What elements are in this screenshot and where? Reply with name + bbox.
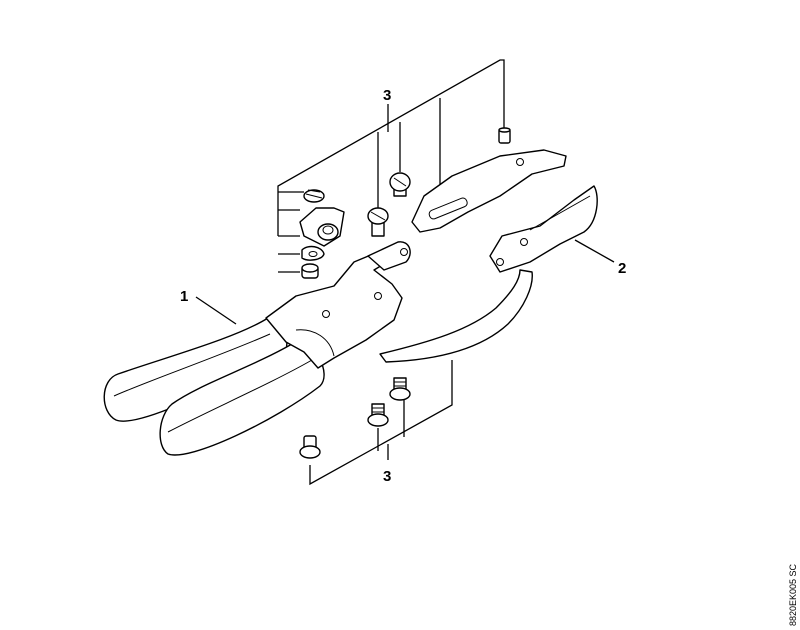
leader-line-1 bbox=[195, 296, 237, 325]
shoulder-screw bbox=[299, 435, 321, 459]
callout-3-top: 3 bbox=[383, 87, 391, 104]
cutting-blade bbox=[489, 185, 598, 273]
slotted-bolt-left bbox=[367, 207, 389, 237]
bottom-hardware bbox=[299, 377, 411, 459]
threaded-screw-right bbox=[389, 377, 411, 401]
anvil-plate bbox=[411, 149, 567, 233]
leader-lines-bottom bbox=[309, 360, 453, 486]
drawing-code: 8820EK005 SC bbox=[788, 563, 798, 626]
handle-head bbox=[265, 251, 403, 369]
callout-1: 1 bbox=[180, 288, 188, 305]
bushing bbox=[301, 263, 319, 279]
leader-lines-top bbox=[277, 59, 505, 273]
lower-handle-grip bbox=[159, 343, 325, 456]
threaded-screw-middle bbox=[367, 403, 389, 427]
handle-upper-tab bbox=[367, 241, 411, 271]
clip-bracket bbox=[299, 207, 345, 247]
leader-line-2 bbox=[574, 239, 615, 263]
cam-washer bbox=[301, 245, 325, 261]
callout-3-bottom: 3 bbox=[383, 468, 391, 485]
top-pin bbox=[498, 127, 511, 144]
callout-2: 2 bbox=[618, 260, 626, 277]
slotted-bolt-right bbox=[389, 172, 411, 197]
small-screw bbox=[303, 189, 325, 203]
handle-assembly bbox=[103, 241, 411, 456]
top-hardware bbox=[299, 127, 511, 279]
return-spring bbox=[379, 269, 533, 363]
